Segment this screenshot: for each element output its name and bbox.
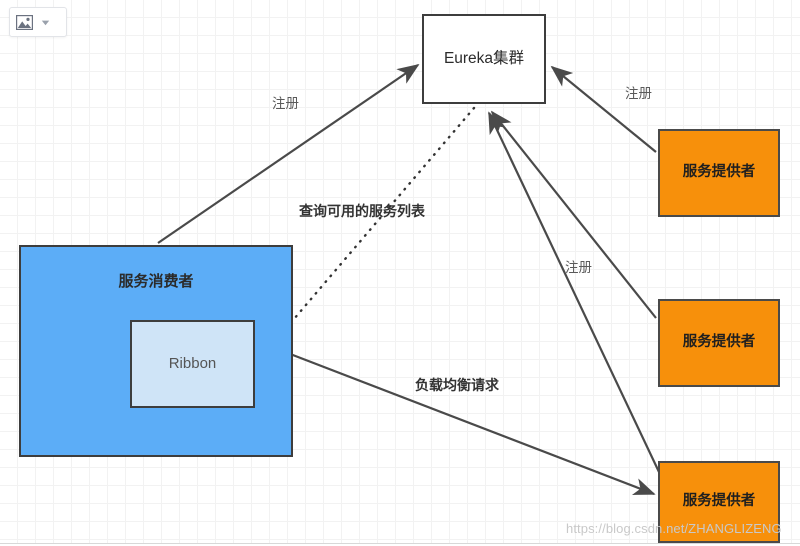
edge-provider1-register [550,65,657,153]
watermark-text: https://blog.csdn.net/ZHANGLIZENG [566,521,782,536]
edge-label-load-balance: 负载均衡请求 [415,377,499,393]
chevron-down-icon[interactable] [41,18,50,27]
node-service-provider-3-label: 服务提供者 [682,493,756,510]
node-ribbon[interactable]: Ribbon [130,320,255,408]
node-service-consumer-label: 服务消费者 [118,273,194,290]
edge-label-provider1-register: 注册 [625,86,652,101]
edge-load-balance [284,350,656,496]
edge-label-query-services: 查询可用的服务列表 [299,203,425,219]
edge-provider2-register [490,110,657,319]
image-toolbar[interactable] [9,7,67,37]
node-eureka-label: Eureka集群 [443,49,525,67]
image-icon[interactable] [16,14,33,30]
node-service-provider-1-label: 服务提供者 [682,164,756,181]
node-service-provider-3[interactable]: 服务提供者 [658,461,780,543]
edge-label-consumer-register: 注册 [272,96,299,111]
node-service-provider-2[interactable]: 服务提供者 [658,299,780,387]
node-service-provider-1[interactable]: 服务提供者 [658,129,780,217]
node-ribbon-label: Ribbon [168,355,217,372]
edge-provider3-register [488,111,660,473]
edge-label-provider2-register: 注册 [565,260,592,275]
node-eureka-cluster[interactable]: Eureka集群 [422,14,546,104]
node-service-provider-2-label: 服务提供者 [682,334,756,351]
canvas-bottom-edge [0,543,800,546]
